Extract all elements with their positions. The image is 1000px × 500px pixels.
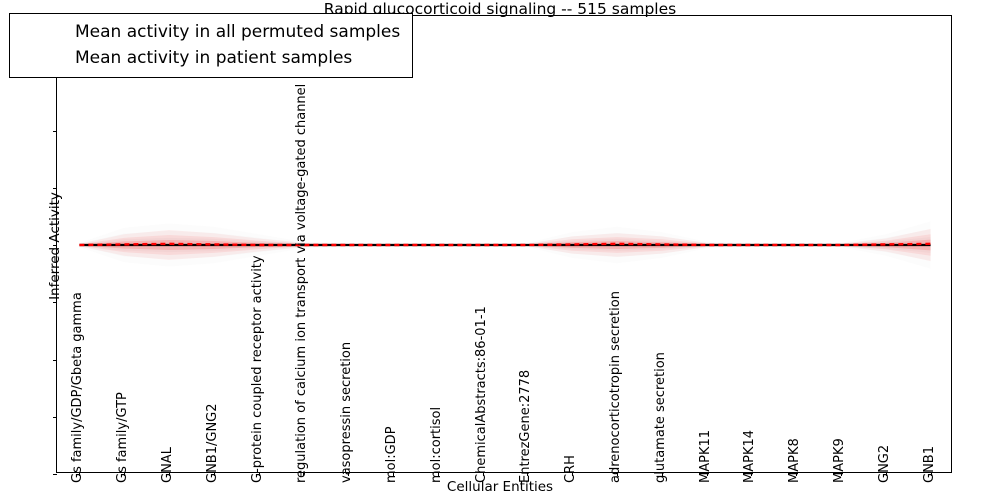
x-tick-label: Gs family/GDP/Gbeta gamma (70, 292, 86, 483)
x-tick-mark (79, 472, 81, 476)
x-tick-mark (169, 472, 170, 476)
x-tick-mark (527, 472, 529, 476)
x-tick-mark (706, 472, 708, 476)
x-axis-label: Cellular Entities (446, 479, 554, 495)
x-tick-label: ChemicalAbstracts:86-01-1 (473, 306, 489, 483)
x-tick-label: Gs family/GTP (115, 392, 131, 483)
y-tick-mark (53, 359, 57, 361)
x-tick-mark (930, 472, 932, 476)
x-tick-label: MAPK11 (697, 429, 713, 483)
y-tick-mark (53, 302, 57, 304)
x-tick-label: MAPK14 (742, 429, 758, 483)
plot-area: 43210−1−2−3−4 Gs family/GDP/Gbeta gammaG… (47, 15, 952, 483)
x-tick-label: EntrezGene:2778 (518, 369, 534, 483)
x-tick-mark (661, 472, 663, 476)
mean-line-patient (79, 242, 931, 247)
y-tick-mark (53, 416, 57, 418)
legend-label-permuted: Mean activity in all permuted samples (75, 22, 401, 42)
plot-clip (57, 16, 951, 472)
y-tick-mark (53, 245, 57, 246)
x-tick-label: GNB1 (921, 446, 937, 483)
legend-item: Mean activity in all permuted samples (19, 19, 400, 45)
x-tick-mark (303, 472, 305, 476)
x-tick-label: GNB1/GNG2 (204, 403, 220, 483)
series-layer (79, 221, 931, 269)
x-tick-label: regulation of calcium ion transport via … (294, 83, 310, 483)
x-tick-mark (213, 472, 215, 476)
legend-label-patient: Mean activity in patient samples (75, 48, 353, 68)
x-tick-mark (572, 472, 574, 476)
x-tick-mark (482, 472, 484, 476)
x-tick-label: G-protein coupled receptor activity (249, 255, 265, 483)
x-tick-label: vasopressin secretion (339, 341, 355, 483)
x-tick-mark (796, 472, 798, 476)
y-tick-mark (53, 130, 57, 132)
x-tick-label: GNG2 (876, 444, 892, 483)
x-tick-mark (617, 472, 618, 476)
x-tick-mark (124, 472, 126, 476)
x-tick-label: adrenocorticotropin secretion (608, 291, 623, 483)
chart-legend: Mean activity in all permuted samples Me… (9, 13, 414, 78)
x-tick-label: glutamate secretion (652, 352, 668, 483)
y-tick-mark (53, 474, 57, 475)
legend-item: Mean activity in patient samples (19, 45, 400, 71)
x-tick-label: MAPK8 (787, 438, 803, 483)
x-tick-label: GNAL (160, 447, 175, 483)
x-tick-label: MAPK9 (832, 438, 847, 483)
x-tick-label: mol:cortisol (428, 406, 444, 483)
y-tick-mark (53, 187, 57, 189)
x-tick-label: mol:GDP (384, 426, 399, 483)
x-tick-mark (393, 472, 394, 476)
x-tick-mark (751, 472, 753, 476)
x-tick-mark (258, 472, 260, 476)
x-tick-mark (841, 472, 842, 476)
x-tick-mark (348, 472, 350, 476)
x-tick-mark (885, 472, 887, 476)
x-tick-mark (437, 472, 439, 476)
